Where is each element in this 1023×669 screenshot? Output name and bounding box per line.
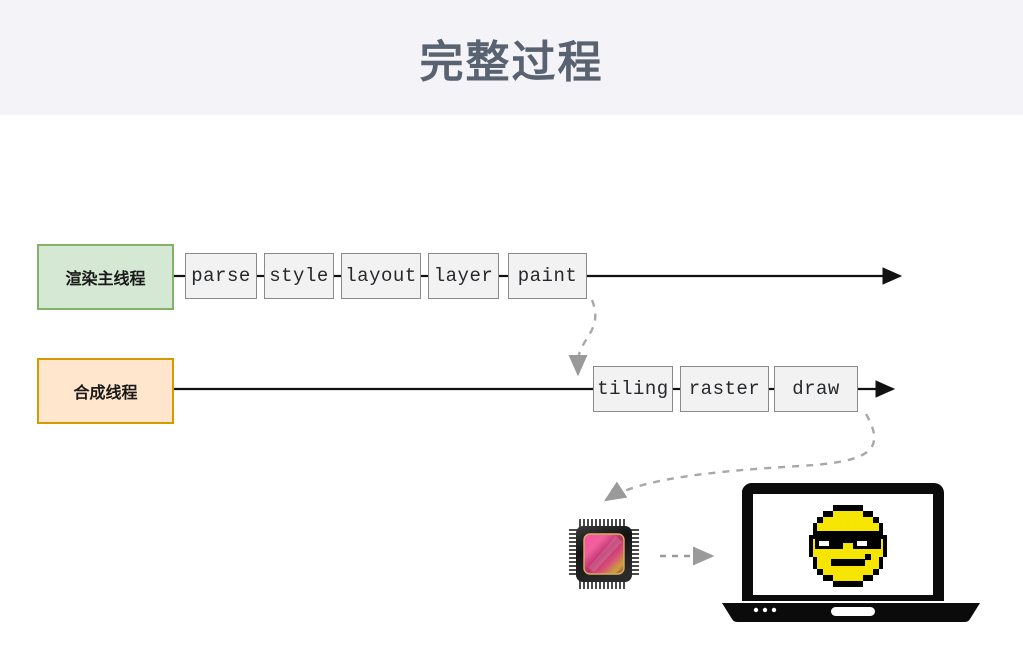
gpu-chip-icon bbox=[569, 519, 639, 589]
stage-box-paint[interactable]: paint bbox=[508, 253, 587, 299]
header-band bbox=[0, 0, 1023, 115]
lane-label-text: 渲染主线程 bbox=[65, 271, 146, 288]
laptop-trackpad-notch bbox=[831, 607, 875, 616]
stage-box-layer[interactable]: layer bbox=[428, 253, 499, 299]
dashed-connector-paint-to-tiling bbox=[568, 299, 597, 377]
stage-box-tiling[interactable]: tiling bbox=[593, 366, 673, 412]
laptop-base-dots bbox=[753, 607, 777, 613]
page-title: 完整过程 bbox=[419, 37, 604, 87]
stage-box-layout[interactable]: layout bbox=[341, 253, 421, 299]
cool-face-emoji bbox=[809, 505, 887, 587]
lane-label-text: 合成线程 bbox=[73, 385, 138, 402]
laptop-display-icon bbox=[722, 483, 980, 622]
stage-box-raster[interactable]: raster bbox=[680, 366, 769, 412]
lane-label-render-main-thread: 渲染主线程 bbox=[37, 244, 174, 310]
lane-label-compositor-thread: 合成线程 bbox=[37, 358, 174, 424]
dashed-connector-draw-to-gpu bbox=[603, 413, 876, 502]
stage-box-draw[interactable]: draw bbox=[774, 366, 858, 412]
stage-box-style[interactable]: style bbox=[264, 253, 334, 299]
stage-box-parse[interactable]: parse bbox=[185, 253, 257, 299]
